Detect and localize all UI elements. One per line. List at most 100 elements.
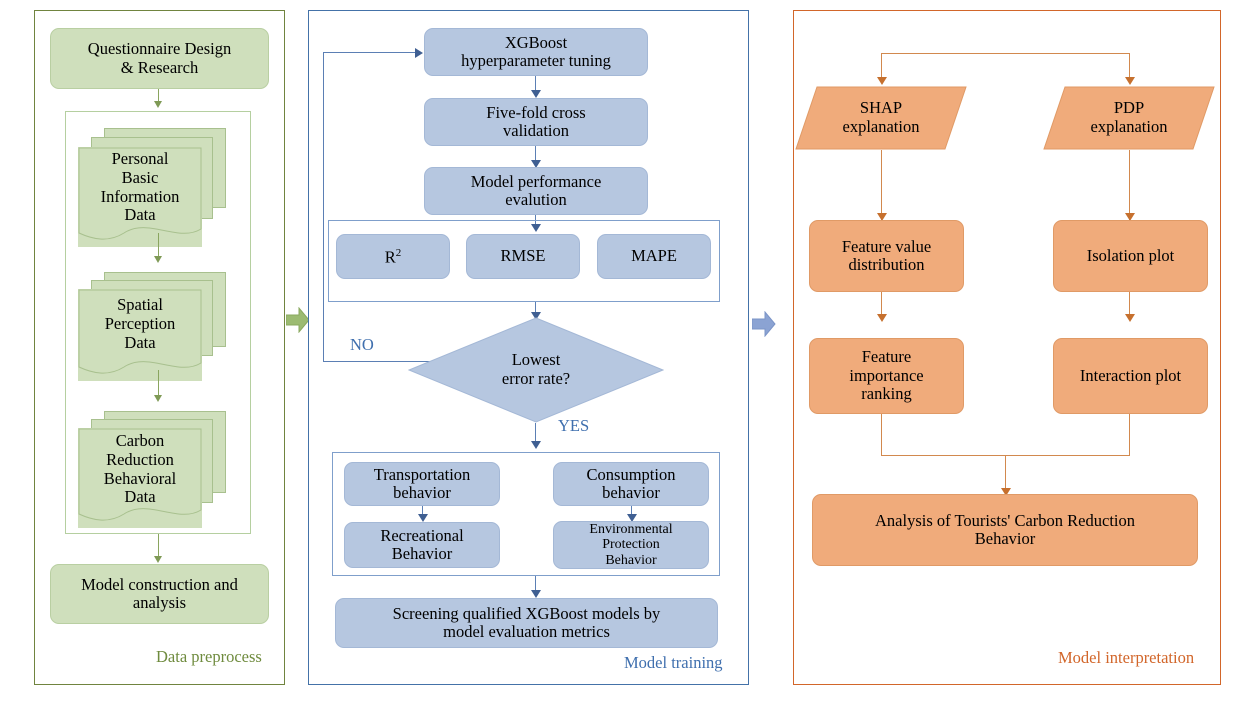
arrowhead-down-icon [153,395,162,402]
node-line: evalution [505,190,567,209]
node-metric-mape[interactable]: MAPE [597,234,711,279]
node-recreational-behavior[interactable]: Recreational Behavior [344,522,500,568]
node-line: behavior [393,483,451,502]
node-line: model evaluation metrics [443,622,610,641]
node-line: Behavior [391,544,453,563]
node-line: Behavior [974,529,1036,548]
node-line: Transportation [373,464,471,484]
node-screening-qualified-models[interactable]: Screening qualified XGBoost models by mo… [335,598,718,648]
node-feature-value-distribution[interactable]: Feature value distribution [809,220,964,292]
node-label: SHAP explanation [842,98,920,136]
node-line: Model construction and [81,574,238,594]
arrowhead-down-icon [530,160,541,168]
node-label: Interaction plot [1079,365,1182,385]
block-arrow-left-to-middle-icon [286,307,310,333]
node-personal-basic-information-data[interactable]: Personal Basic Information Data [78,128,226,247]
node-isolation-plot[interactable]: Isolation plot [1053,220,1208,292]
node-line: Consumption [586,464,676,484]
connector-split-horizontal-top [881,53,1130,55]
node-label: MAPE [631,246,677,266]
node-line: hyperparameter tuning [461,51,611,70]
node-metric-rmse[interactable]: RMSE [466,234,580,279]
arrowhead-down-icon [1124,213,1135,221]
connector-transportation-to-recreational [422,506,424,520]
node-questionnaire-design[interactable]: Questionnaire Design & Research [50,28,269,89]
connector-datasets-to-model-construction [158,534,160,560]
arrowhead-down-icon [876,213,887,221]
node-spatial-perception-data[interactable]: Spatial Perception Data [78,272,226,381]
node-line: Five-fold cross [486,102,586,122]
node-line: Analysis of Tourists' Carbon Reduction [875,510,1135,530]
connector-dataset2-to-dataset3 [158,370,160,399]
connector-interaction-down [1129,414,1131,456]
arrowhead-down-icon [530,312,541,320]
connector-dataset1-to-dataset2 [158,233,160,260]
block-arrow-middle-to-right-icon [752,311,776,337]
node-line: Questionnaire Design [87,39,232,59]
arrowhead-down-icon [153,101,162,108]
connector-decision-yes-to-behaviors [535,423,537,447]
arrowhead-down-icon [1124,314,1135,322]
node-feature-importance-ranking[interactable]: Feature importance ranking [809,338,964,414]
arrowhead-down-icon [626,514,637,522]
edge-label-no: NO [350,335,374,354]
arrowhead-down-icon [530,224,541,232]
connector-cv-to-eval [535,146,537,165]
arrowhead-down-icon [1124,77,1135,85]
arrowhead-down-icon [876,77,887,85]
node-interaction-plot[interactable]: Interaction plot [1053,338,1208,414]
arrowhead-down-icon [530,590,541,598]
connector-importance-down [881,414,883,456]
connector-metrics-to-decision [535,302,537,318]
node-line: Feature [861,347,912,367]
group-dataset-container [65,111,251,534]
node-model-performance-evaluation[interactable]: Model performance evalution [424,167,648,215]
node-line: Feature value [841,236,932,256]
node-carbon-reduction-behavioral-data[interactable]: Carbon Reduction Behavioral Data [78,411,226,528]
node-label: RMSE [500,246,546,266]
node-label: Isolation plot [1086,245,1175,265]
node-decision-lowest-error-rate[interactable]: Lowest error rate? [408,317,664,423]
node-model-construction-and-analysis[interactable]: Model construction and analysis [50,564,269,624]
connector-no-loop-vertical [323,52,325,362]
connector-consumption-to-environmental [631,506,633,520]
node-consumption-behavior[interactable]: Consumption behavior [553,462,709,506]
edge-label-yes: YES [558,416,590,435]
node-line: validation [503,121,569,140]
doc-sheet-front [78,289,202,381]
node-shap-explanation[interactable]: SHAP explanation [795,86,967,150]
panel-label-model-training: Model training [624,653,723,672]
connector-tuning-to-cv [535,76,537,96]
arrowhead-right-icon [415,47,423,58]
connector-merge-to-analysis [1005,455,1007,494]
node-line: Behavior [605,552,657,568]
node-xgboost-hyperparameter-tuning[interactable]: XGBoost hyperparameter tuning [424,28,648,76]
node-line: analysis [132,593,187,612]
panel-label-model-interpretation: Model interpretation [1058,648,1195,667]
node-line: XGBoost [504,32,568,52]
node-label: Spatial Perception Data [104,295,176,352]
doc-sheet-front [78,147,202,247]
node-environmental-protection-behavior[interactable]: Environmental Protection Behavior [553,521,709,569]
connector-shap-to-feature-value [881,150,883,220]
connector-isolation-to-interaction [1129,292,1131,320]
node-line: distribution [848,255,925,274]
panel-label-data-preprocess: Data preprocess [156,647,262,666]
group-behaviors-container [332,452,720,576]
node-line: & Research [120,57,199,77]
node-line: ranking [861,384,912,404]
connector-behaviors-to-screening [535,576,537,596]
node-transportation-behavior[interactable]: Transportation behavior [344,462,500,506]
node-five-fold-cross-validation[interactable]: Five-fold cross validation [424,98,648,146]
node-metric-r2[interactable]: R2 [336,234,450,279]
doc-sheet-front [78,428,202,528]
node-pdp-explanation[interactable]: PDP explanation [1043,86,1215,150]
node-line: behavior [602,483,660,502]
node-analysis-tourists-carbon-reduction-behavior[interactable]: Analysis of Tourists' Carbon Reduction B… [812,494,1198,566]
node-line: Recreational [380,525,464,545]
connector-pdp-to-isolation [1129,150,1131,220]
connector-split-right-down [1129,53,1131,83]
connector-no-loop-horizontal-top [323,52,416,54]
node-line: importance [849,365,924,385]
